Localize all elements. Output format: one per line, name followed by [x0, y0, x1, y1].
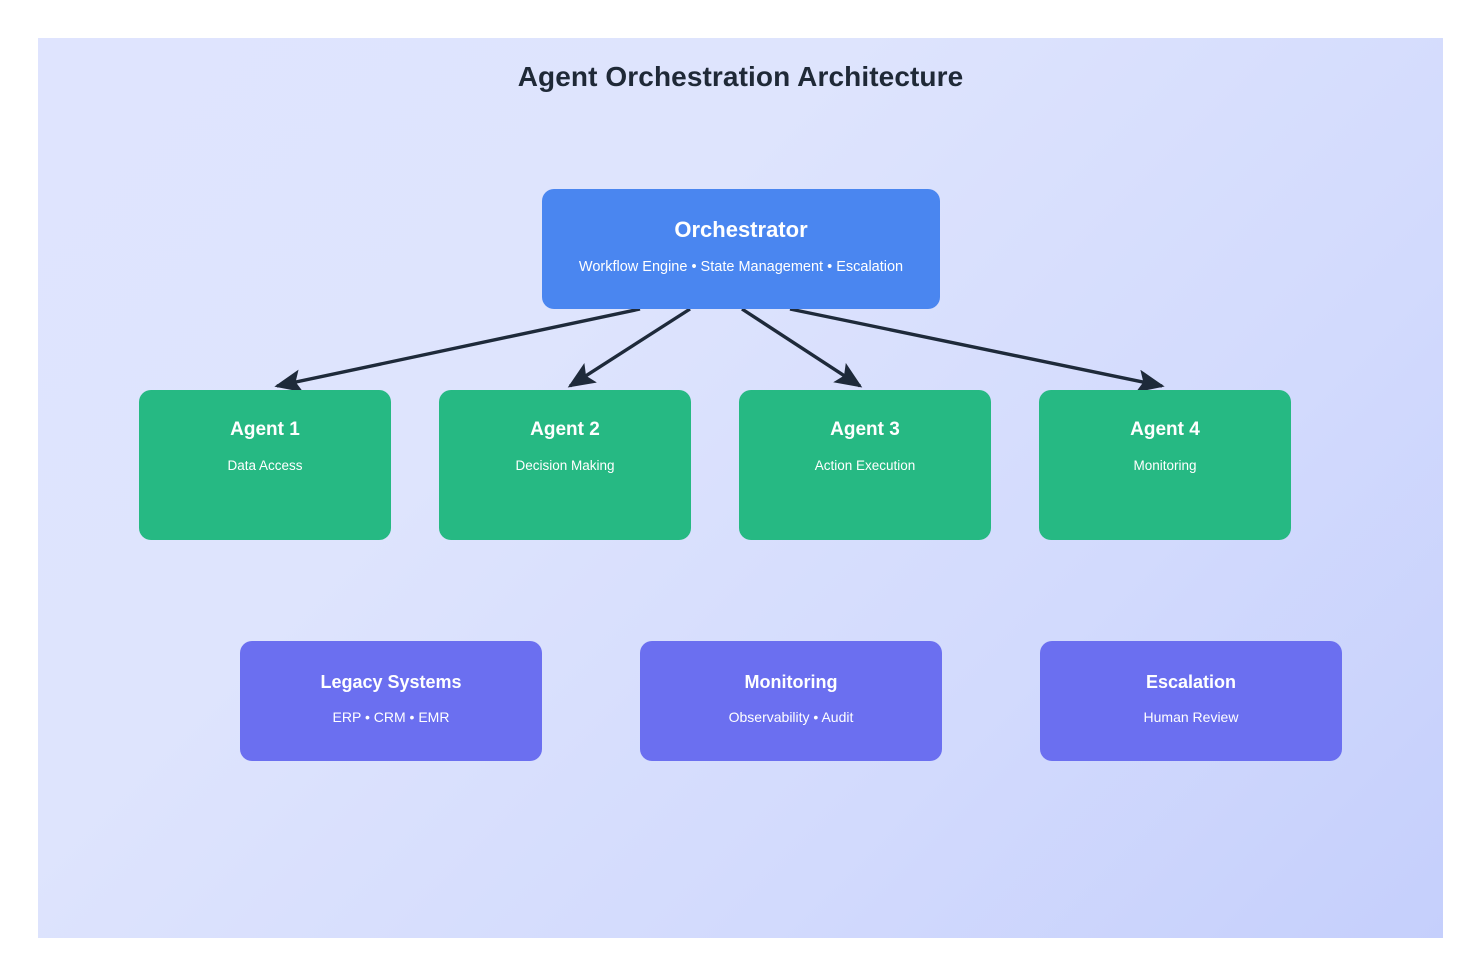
node-agent-3-subtitle: Action Execution	[814, 458, 916, 473]
node-monitoring-title: Monitoring	[744, 672, 838, 692]
node-escalation-title: Escalation	[1145, 672, 1237, 692]
node-monitoring-subtitle: Observability • Audit	[728, 709, 854, 725]
arrow-orchestrator-to-agent-1	[274, 307, 641, 393]
node-agent-1-subtitle: Data Access	[227, 458, 303, 473]
node-orchestrator[interactable]: Orchestrator Workflow Engine • State Man…	[542, 189, 940, 309]
node-agent-3-title: Agent 3	[830, 419, 900, 440]
node-legacy-systems-subtitle: ERP • CRM • EMR	[332, 709, 450, 725]
node-monitoring[interactable]: Monitoring Observability • Audit	[640, 641, 942, 761]
arrow-orchestrator-to-agent-3	[741, 307, 863, 388]
arrow-orchestrator-to-agent-4	[789, 307, 1165, 393]
node-orchestrator-title: Orchestrator	[674, 217, 808, 242]
page-title: Agent Orchestration Architecture	[517, 61, 964, 92]
node-agent-3[interactable]: Agent 3 Action Execution	[739, 390, 991, 540]
node-agent-2-subtitle: Decision Making	[515, 458, 615, 473]
node-legacy-systems[interactable]: Legacy Systems ERP • CRM • EMR	[240, 641, 542, 761]
node-agent-2-title: Agent 2	[530, 419, 600, 440]
arrow-orchestrator-to-agent-2	[567, 307, 691, 388]
node-agent-4-subtitle: Monitoring	[1133, 458, 1197, 473]
node-agent-4[interactable]: Agent 4 Monitoring	[1039, 390, 1291, 540]
node-escalation-subtitle: Human Review	[1143, 709, 1239, 725]
node-escalation[interactable]: Escalation Human Review	[1040, 641, 1342, 761]
node-orchestrator-subtitle: Workflow Engine • State Management • Esc…	[578, 259, 904, 275]
node-agent-1-title: Agent 1	[230, 419, 300, 440]
node-legacy-systems-title: Legacy Systems	[320, 672, 462, 692]
diagram-canvas: Agent Orchestration Architecture Orchest…	[38, 38, 1443, 938]
node-agent-1[interactable]: Agent 1 Data Access	[139, 390, 391, 540]
node-agent-2[interactable]: Agent 2 Decision Making	[439, 390, 691, 540]
node-agent-4-title: Agent 4	[1130, 419, 1200, 440]
